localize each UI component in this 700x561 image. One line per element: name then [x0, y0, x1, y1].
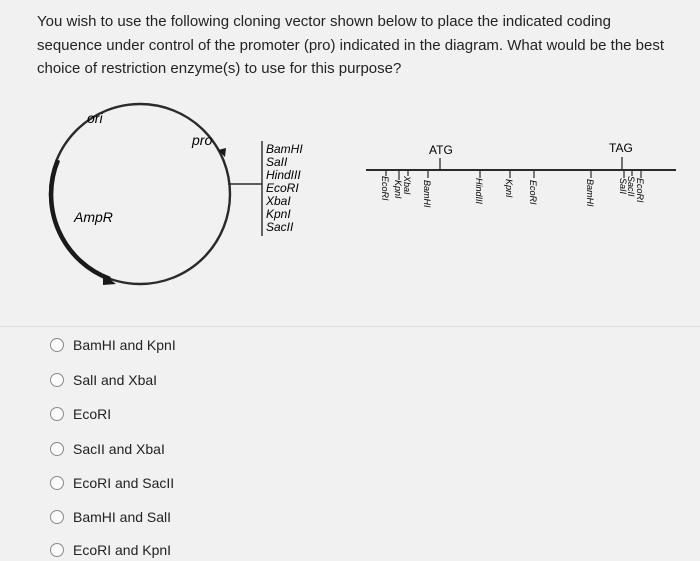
mcs-site: KpnI	[266, 207, 291, 221]
stop-codon-label: TAG	[609, 141, 633, 155]
insert-map: ATG TAG EcoRI KpnI XbaI BamHI HindIII Kp…	[366, 141, 676, 208]
option-label: BamHI and KpnI	[73, 337, 176, 353]
mcs-site-list: BamHI SaII HindIII EcoRI XbaI KpnI SacII	[265, 142, 303, 234]
answer-option[interactable]: BamHI and KpnI	[50, 334, 176, 356]
mcs-site: SacII	[266, 220, 294, 234]
section-divider	[0, 326, 700, 327]
radio-button[interactable]	[50, 442, 64, 456]
mcs-site: EcoRI	[266, 181, 299, 195]
start-codon-label: ATG	[429, 143, 453, 157]
ampr-label: AmpR	[73, 209, 113, 225]
site-label: KpnI	[504, 179, 514, 198]
mcs-site: BamHI	[266, 142, 303, 156]
radio-button[interactable]	[50, 373, 64, 387]
answer-option[interactable]: EcoRI and KpnI	[50, 539, 171, 561]
option-label: EcoRI and SacII	[73, 475, 175, 491]
site-label: SacII	[626, 176, 636, 197]
site-label: EcoRI	[380, 176, 390, 201]
mcs-site: XbaI	[265, 194, 291, 208]
option-label: SacII and XbaI	[73, 441, 165, 457]
site-label: HindIII	[474, 178, 484, 205]
ori-label: ori	[87, 110, 103, 126]
site-label: BamHI	[422, 180, 432, 208]
option-label: SalI and XbaI	[73, 372, 158, 388]
site-label: SaII	[618, 178, 628, 195]
cloning-diagram: ori AmpR pro BamHI SaII HindIII EcoRI Xb…	[48, 102, 676, 286]
ampr-gene-arc	[48, 159, 111, 282]
mcs-site: HindIII	[266, 168, 301, 182]
radio-button[interactable]	[50, 338, 64, 352]
site-label: EcoRI	[528, 180, 538, 205]
option-label: EcoRI and KpnI	[73, 542, 172, 558]
option-label: EcoRI	[73, 406, 112, 422]
site-label: EcoRI	[635, 178, 645, 203]
answer-option[interactable]: BamHI and SalI	[50, 506, 171, 528]
answer-option[interactable]: SacII and XbaI	[50, 438, 165, 460]
promoter-label: pro	[191, 132, 212, 148]
question-text: You wish to use the following cloning ve…	[37, 13, 665, 77]
ampr-arrowhead	[103, 274, 116, 285]
answer-option[interactable]: EcoRI	[50, 403, 111, 425]
site-label: BamHI	[585, 179, 595, 207]
answer-option[interactable]: EcoRI and SacII	[50, 472, 174, 494]
promoter-arrowhead	[218, 148, 226, 157]
plasmid-map: ori AmpR pro BamHI SaII HindIII EcoRI Xb…	[48, 102, 303, 286]
site-label: KpnI	[393, 180, 403, 199]
option-label: BamHI and SalI	[73, 509, 172, 525]
radio-button[interactable]	[50, 543, 64, 557]
answer-option[interactable]: SalI and XbaI	[50, 369, 157, 391]
radio-button[interactable]	[50, 407, 64, 421]
radio-button[interactable]	[50, 476, 64, 490]
radio-button[interactable]	[50, 510, 64, 524]
mcs-site: SaII	[266, 155, 288, 169]
site-label: XbaI	[402, 175, 412, 195]
